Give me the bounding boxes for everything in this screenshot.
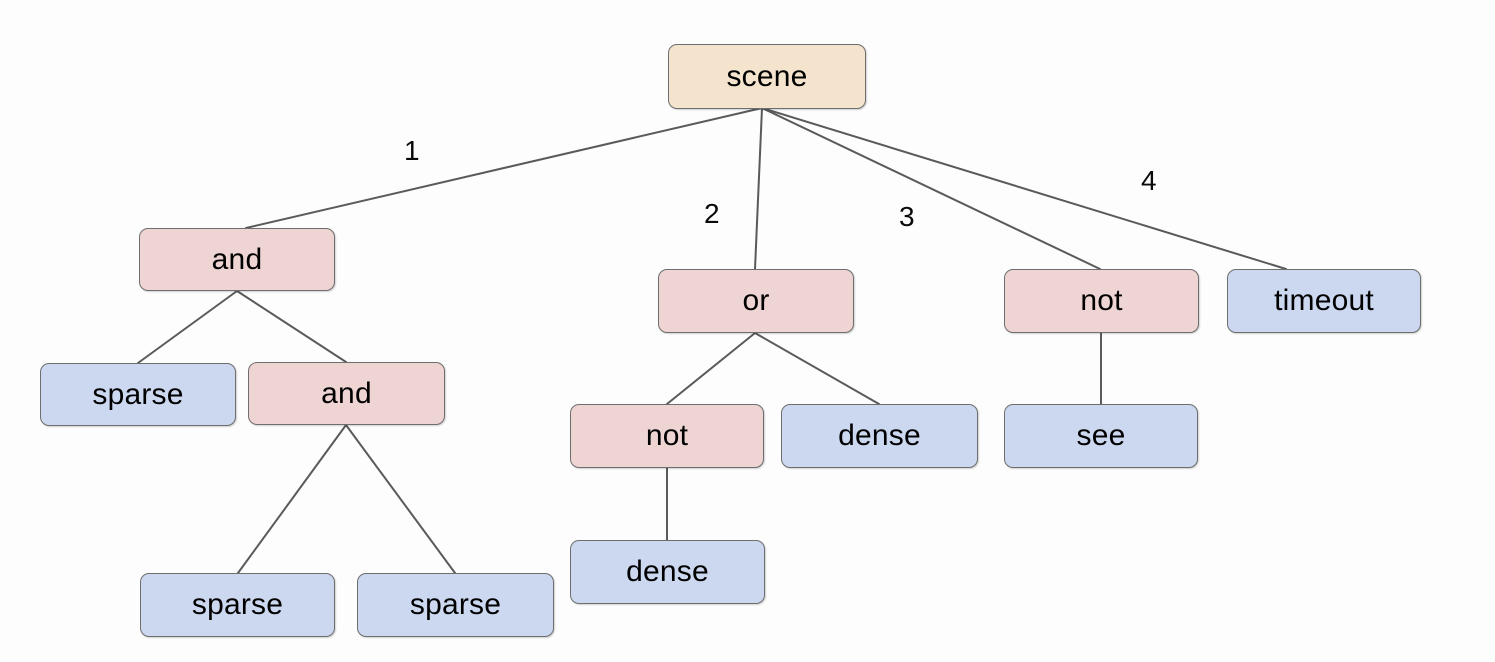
tree-node-sparse1[interactable]: sparse xyxy=(40,363,236,426)
tree-edge-and2-sparse3 xyxy=(345,424,456,574)
tree-edge-scene-not3 xyxy=(761,107,1101,270)
tree-edge-and1-sparse1 xyxy=(137,290,238,364)
tree-node-sparse3[interactable]: sparse xyxy=(357,573,554,637)
tree-edge-scene-timeout xyxy=(761,107,1287,270)
tree-node-scene[interactable]: scene xyxy=(668,44,866,109)
tree-node-see[interactable]: see xyxy=(1004,404,1198,468)
edge-label-2: 2 xyxy=(704,198,720,229)
tree-node-dense2[interactable]: dense xyxy=(570,540,765,604)
tree-edge-scene-or1 xyxy=(754,107,763,270)
tree-node-sparse2[interactable]: sparse xyxy=(140,573,335,637)
edge-label-3: 3 xyxy=(899,201,915,232)
tree-node-not2[interactable]: not xyxy=(570,404,764,468)
tree-edge-scene-and1 xyxy=(245,107,763,229)
edge-label-1: 1 xyxy=(404,135,420,166)
tree-node-or1[interactable]: or xyxy=(658,269,854,333)
tree-node-not3[interactable]: not xyxy=(1004,269,1199,333)
tree-edge-or1-dense1 xyxy=(754,332,880,405)
tree-edge-or1-not2 xyxy=(666,332,756,405)
tree-node-and1[interactable]: and xyxy=(139,228,335,291)
edge-label-4: 4 xyxy=(1141,165,1157,196)
tree-node-dense1[interactable]: dense xyxy=(781,404,978,468)
tree-edge-and1-and2 xyxy=(236,290,347,363)
tree-node-and2[interactable]: and xyxy=(248,362,445,425)
tree-edge-and2-sparse2 xyxy=(237,424,347,574)
tree-node-timeout[interactable]: timeout xyxy=(1227,269,1421,333)
